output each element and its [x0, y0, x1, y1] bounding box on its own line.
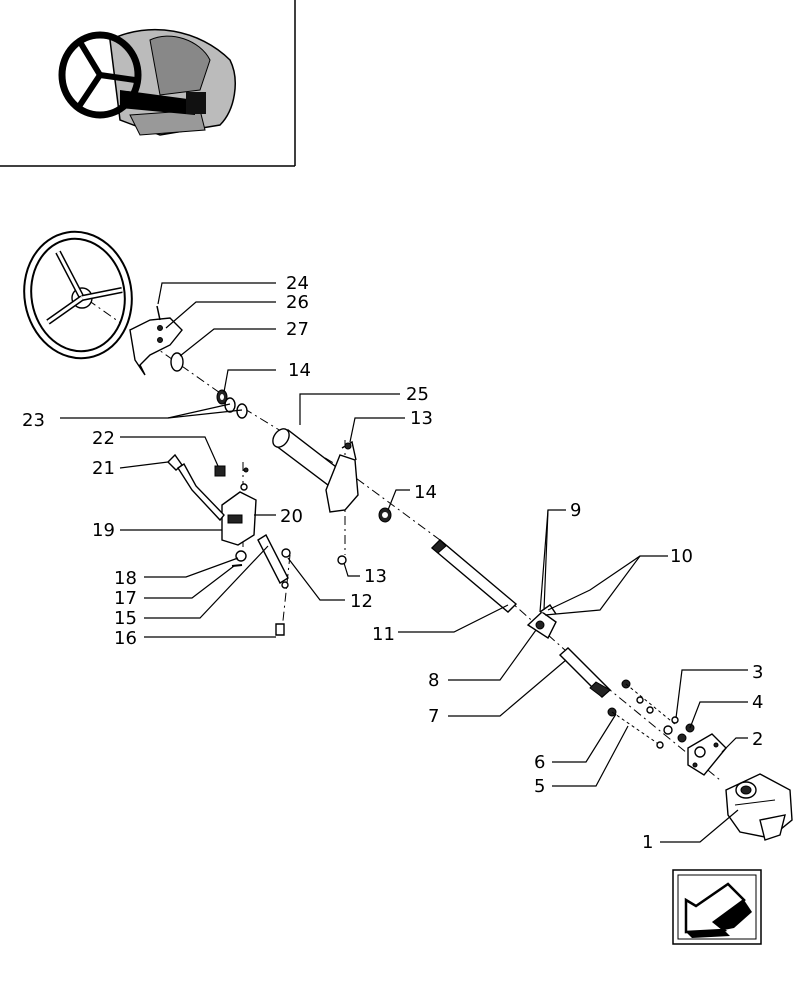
tractor-steering-thumbnail-icon	[58, 28, 236, 136]
callout-15: 15	[114, 608, 137, 629]
part-13-column-bracket	[325, 440, 359, 565]
callout-18: 18	[114, 568, 137, 589]
callout-27: 27	[286, 319, 309, 340]
callout-8: 8	[428, 670, 439, 691]
part-21-tilt-lever	[167, 453, 225, 522]
callout-13-upper: 13	[410, 408, 433, 429]
callout-4: 4	[752, 692, 763, 713]
callout-7: 7	[428, 706, 439, 727]
callout-14-upper: 14	[288, 360, 311, 381]
callout-22: 22	[92, 428, 115, 449]
callout-17: 17	[114, 588, 137, 609]
steering-wheel	[23, 230, 133, 360]
part-7-lower-shaft	[558, 647, 612, 698]
part-25-column-tube	[272, 428, 341, 486]
assembly-axis	[87, 299, 721, 781]
parts-16-18-fasteners	[231, 550, 285, 636]
part-15-gas-spring	[257, 534, 291, 589]
part-11-upper-shaft	[430, 539, 518, 613]
part-14-lower-bearing	[378, 507, 392, 523]
part-23-o-rings	[224, 397, 248, 419]
callout-24: 24	[286, 273, 309, 294]
callout-2: 2	[752, 729, 763, 750]
callout-19: 19	[92, 520, 115, 541]
callout-14-lower: 14	[414, 482, 437, 503]
callout-23: 23	[22, 410, 45, 431]
callout-11: 11	[372, 624, 395, 645]
part-1-steering-unit	[725, 773, 793, 841]
part-27-cover-disc	[170, 352, 184, 372]
part-2-flange-plate	[687, 733, 727, 776]
callout-26: 26	[286, 292, 309, 313]
callout-12: 12	[350, 591, 373, 612]
part-26-hub-cover	[129, 305, 183, 376]
callout-21: 21	[92, 458, 115, 479]
part-22-nut	[214, 465, 249, 491]
callout-1: 1	[642, 832, 653, 853]
parts-3-6-fasteners	[607, 679, 695, 749]
back-arrow-icon[interactable]	[672, 869, 762, 945]
part-14-upper-bearing	[216, 389, 228, 405]
callout-20: 20	[280, 506, 303, 527]
part-8-universal-joint	[526, 604, 557, 640]
leader-lines	[60, 282, 748, 843]
callout-6: 6	[534, 752, 545, 773]
callout-5: 5	[534, 776, 545, 797]
part-19-tilt-bracket	[221, 491, 257, 546]
callout-9: 9	[570, 500, 581, 521]
thumbnail-frame	[0, 0, 296, 167]
callout-16: 16	[114, 628, 137, 649]
callout-13-lower: 13	[364, 566, 387, 587]
callout-labels: 1 2 3 4 5 6 7 8 9 10 11 12 13 13 14 14 1…	[22, 273, 763, 853]
callout-10: 10	[670, 546, 693, 567]
callout-3: 3	[752, 662, 763, 683]
callout-25: 25	[406, 384, 429, 405]
